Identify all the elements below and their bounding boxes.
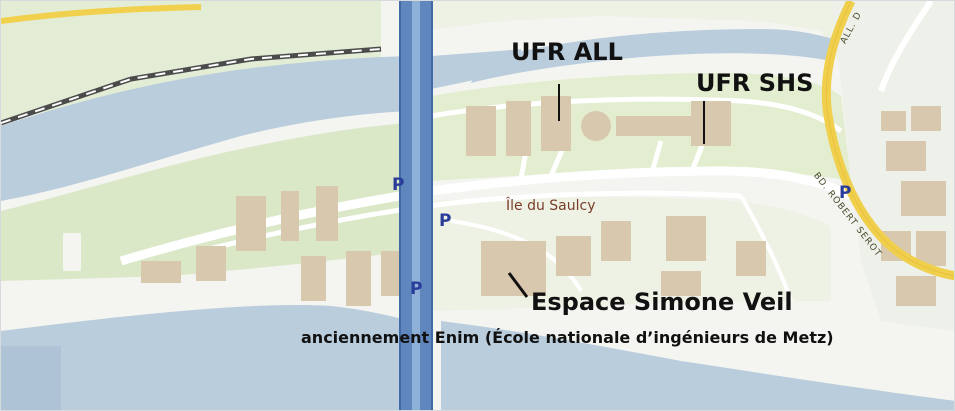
building — [896, 276, 936, 306]
buildings — [141, 96, 766, 306]
label-ufr-shs: UFR SHS — [696, 69, 814, 97]
building — [196, 246, 226, 281]
espace-simone-veil-leader — [507, 272, 529, 298]
building — [881, 111, 906, 131]
building — [301, 256, 326, 301]
buildings-east — [881, 106, 946, 306]
label-ile-du-saulcy: Île du Saulcy — [506, 198, 596, 214]
building — [281, 191, 299, 241]
parking-icon-4: P — [839, 183, 852, 203]
pier — [63, 233, 81, 271]
river-lower-edge — [1, 346, 61, 410]
building — [466, 106, 496, 156]
building — [601, 221, 631, 261]
river-upper-left — [1, 56, 411, 201]
viaduct-edge-right — [431, 1, 433, 410]
building — [616, 116, 696, 136]
building — [911, 106, 941, 131]
river-lower-right — [441, 321, 954, 410]
building — [691, 101, 731, 146]
land-top — [421, 1, 954, 91]
building — [506, 101, 531, 156]
label-subtitle-enim: anciennement Enim (École nationale d’ing… — [301, 328, 834, 347]
building — [661, 271, 701, 296]
viaduct-edge-left — [399, 1, 401, 410]
road-allee — [878, 1, 934, 92]
building — [556, 236, 591, 276]
parking-icon-2: P — [439, 211, 452, 231]
viaduct-center — [412, 1, 420, 410]
building — [481, 241, 546, 296]
building — [141, 261, 181, 283]
label-ufr-all: UFR ALL — [511, 38, 623, 66]
road-yellow-top-left — [1, 4, 202, 24]
parking-icon-1: P — [392, 175, 405, 195]
building — [581, 111, 611, 141]
building — [736, 241, 766, 276]
label-espace-simone-veil: Espace Simone Veil — [531, 288, 793, 316]
parking-icon-3: P — [410, 279, 423, 299]
building — [541, 96, 571, 151]
river-upper-right — [471, 29, 841, 83]
building — [886, 141, 926, 171]
road-north — [430, 96, 843, 134]
road-east-branch — [739, 195, 793, 302]
railway-dashes — [1, 48, 382, 124]
building — [236, 196, 266, 251]
building — [901, 181, 946, 216]
road-boulevard-edge — [825, 1, 954, 277]
road-connectors — [518, 135, 709, 180]
river-lower-left — [1, 305, 411, 410]
building — [346, 251, 371, 306]
building — [666, 216, 706, 261]
building — [916, 231, 946, 266]
building — [381, 251, 401, 296]
island-green-west — [1, 123, 411, 281]
building — [316, 186, 338, 241]
